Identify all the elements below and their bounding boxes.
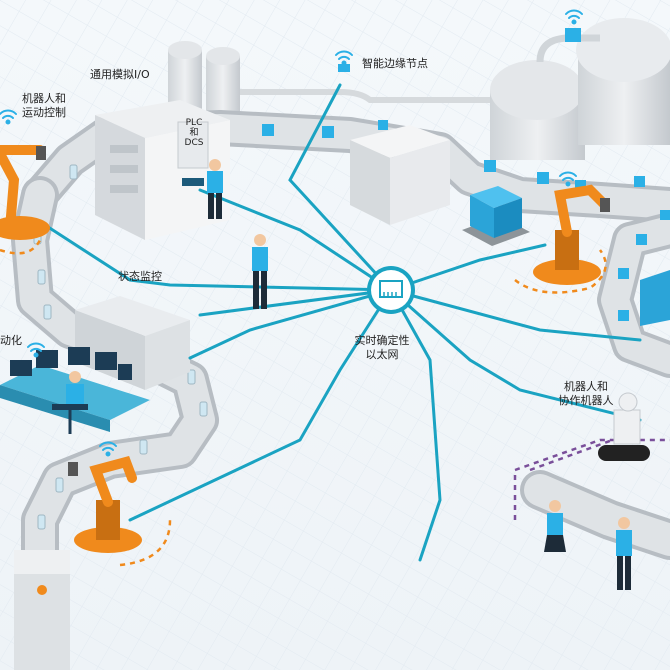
pallet-boxes-icon bbox=[462, 186, 530, 246]
label-general-io: 通用模拟I/O bbox=[90, 68, 150, 81]
edge-node-box bbox=[350, 125, 450, 225]
ethernet-network bbox=[43, 83, 642, 562]
pipe bbox=[240, 89, 490, 103]
label-plc: PLC bbox=[185, 118, 203, 128]
robot-arm-icon-bottom bbox=[68, 456, 142, 553]
label-and: 和 bbox=[189, 128, 199, 138]
ethernet-port-icon bbox=[367, 266, 415, 314]
wifi-icon bbox=[0, 9, 583, 457]
storage-tank-icon bbox=[490, 18, 670, 160]
robot-arm-icon bbox=[0, 145, 50, 240]
product-boxes bbox=[262, 120, 670, 321]
worker-icon-2 bbox=[252, 234, 268, 309]
pallet-boxes-icon-right bbox=[640, 270, 670, 326]
label-status-monitor: 状态监控 bbox=[118, 270, 162, 283]
robot-zone bbox=[513, 428, 670, 520]
label-realtime-ethernet: 实时确定性 以太网 bbox=[354, 334, 410, 361]
edge-node-device bbox=[338, 64, 350, 72]
safety-zone bbox=[0, 239, 607, 567]
label-robot-motion-control: 机器人和 运动控制 bbox=[22, 92, 66, 119]
robot-arm-icon-right bbox=[533, 184, 610, 285]
worker-icon bbox=[207, 159, 223, 219]
worker-icon-3 bbox=[544, 500, 566, 552]
inspection-station bbox=[14, 550, 70, 670]
label-robots-cobots: 机器人和 协作机器人 bbox=[558, 380, 614, 407]
worker-icon-seated bbox=[52, 371, 88, 434]
label-automation: 动化 bbox=[0, 334, 22, 347]
cobot-icon bbox=[598, 392, 650, 461]
label-dcs: DCS bbox=[184, 138, 204, 148]
monitoring-station bbox=[0, 296, 190, 432]
monitor-icon bbox=[10, 347, 132, 380]
worker-icon-4 bbox=[616, 517, 632, 590]
label-plc-dcs: PLC 和 DCS bbox=[182, 118, 206, 148]
label-edge-node: 智能边缘节点 bbox=[362, 57, 428, 70]
